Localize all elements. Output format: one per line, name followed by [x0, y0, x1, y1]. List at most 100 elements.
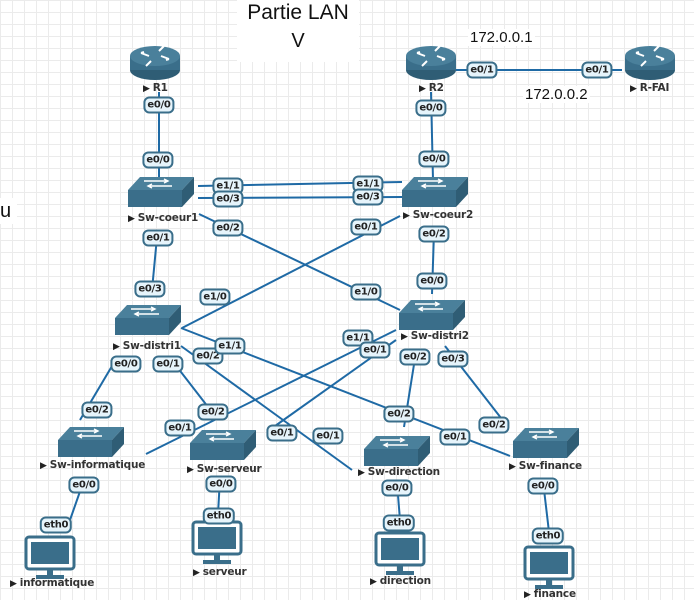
switch-icon-sw-coeur2[interactable] [401, 176, 469, 208]
node-name: serveur [202, 566, 247, 578]
port-label-sw-serveur: e0/1 [266, 424, 298, 442]
node-name: Sw-coeur2 [412, 209, 474, 221]
port-label-sw-coeur1: e0/1 [142, 229, 174, 247]
node-name: Sw-distri2 [410, 330, 469, 342]
port-label-sw-coeur1: e0/3 [212, 190, 244, 208]
play-triangle-icon[interactable]: ▶ [524, 590, 531, 600]
nodes-layer [24, 45, 676, 591]
node-label-sw-informatique[interactable]: ▶Sw-informatique [40, 459, 145, 471]
port-label-informatique: eth0 [39, 516, 73, 534]
port-label-r-fai: e0/1 [581, 61, 613, 79]
node-label-finance[interactable]: ▶finance [524, 588, 576, 600]
node-name: Sw-finance [518, 460, 582, 472]
router-icon-r2[interactable] [405, 45, 457, 81]
port-label-sw-serveur: e0/2 [197, 403, 229, 421]
port-label-sw-distri2: e0/0 [416, 272, 448, 290]
router-icon-r1[interactable] [129, 45, 181, 81]
node-label-informatique[interactable]: ▶informatique [10, 577, 94, 589]
port-label-sw-direction: e0/0 [381, 479, 413, 497]
play-triangle-icon[interactable]: ▶ [630, 84, 637, 94]
node-label-sw-serveur[interactable]: ▶Sw-serveur [187, 463, 262, 475]
node-name: R2 [428, 82, 444, 94]
node-label-sw-coeur2[interactable]: ▶Sw-coeur2 [403, 209, 473, 221]
port-label-sw-coeur1: e0/0 [142, 151, 174, 169]
router-icon-r-fai[interactable] [624, 45, 676, 81]
port-label-sw-informatique: e0/0 [68, 476, 100, 494]
port-label-sw-finance: e0/1 [439, 428, 471, 446]
node-name: R-FAI [639, 82, 670, 94]
link-sw-distri1-sw-direction[interactable] [180, 345, 353, 471]
node-name: Sw-coeur1 [137, 212, 199, 224]
node-label-direction[interactable]: ▶direction [370, 575, 431, 587]
node-name: finance [533, 588, 576, 600]
switch-icon-sw-distri2[interactable] [398, 299, 466, 331]
port-label-sw-coeur2: e0/0 [418, 150, 450, 168]
node-label-sw-coeur1[interactable]: ▶Sw-coeur1 [128, 212, 198, 224]
play-triangle-icon[interactable]: ▶ [187, 465, 194, 475]
play-triangle-icon[interactable]: ▶ [509, 462, 516, 472]
port-label-sw-distri2: e0/1 [359, 341, 391, 359]
port-label-sw-coeur2: e0/1 [350, 218, 382, 236]
title-line1: Partie LAN [247, 1, 349, 24]
ip-label-rfai: 172.0.0.2 [523, 86, 590, 103]
port-label-r1: e0/0 [143, 96, 175, 114]
play-triangle-icon[interactable]: ▶ [128, 214, 135, 224]
ip-label-r2: 172.0.0.1 [468, 29, 535, 46]
port-label-sw-distri2: e1/0 [350, 283, 382, 301]
port-label-sw-informatique: e0/2 [81, 401, 113, 419]
switch-icon-sw-informatique[interactable] [57, 426, 125, 458]
node-label-r2[interactable]: ▶R2 [419, 82, 444, 94]
title-line2: V [291, 30, 305, 52]
port-label-sw-distri2: e0/2 [399, 348, 431, 366]
play-triangle-icon[interactable]: ▶ [193, 568, 200, 578]
pc-icon-direction[interactable] [374, 531, 426, 577]
switch-icon-sw-serveur[interactable] [189, 429, 257, 461]
switch-icon-sw-finance[interactable] [512, 427, 580, 459]
switch-icon-sw-direction[interactable] [363, 435, 431, 467]
node-label-sw-direction[interactable]: ▶Sw-direction [358, 466, 440, 478]
port-label-sw-coeur2: e0/3 [352, 188, 384, 206]
port-label-r2: e0/0 [415, 99, 447, 117]
play-triangle-icon[interactable]: ▶ [370, 577, 377, 587]
port-label-sw-distri1: e0/3 [134, 280, 166, 298]
node-name: Sw-serveur [196, 463, 262, 475]
port-label-sw-informatique: e0/1 [164, 419, 196, 437]
port-label-sw-coeur1: e0/2 [212, 219, 244, 237]
pc-icon-serveur[interactable] [191, 520, 243, 566]
port-label-direction: eth0 [382, 514, 416, 532]
play-triangle-icon[interactable]: ▶ [40, 461, 47, 471]
port-label-sw-distri2: e0/3 [437, 350, 469, 368]
play-triangle-icon[interactable]: ▶ [113, 342, 120, 352]
title-box: Partie LAN V [237, 0, 359, 62]
node-name: Sw-distri1 [122, 340, 181, 352]
node-name: informatique [19, 577, 95, 589]
node-label-sw-distri1[interactable]: ▶Sw-distri1 [113, 340, 181, 352]
node-label-sw-finance[interactable]: ▶Sw-finance [509, 460, 582, 472]
play-triangle-icon[interactable]: ▶ [403, 211, 410, 221]
side-text: u [0, 198, 18, 224]
port-label-sw-distri1: e0/1 [152, 355, 184, 373]
node-label-r1[interactable]: ▶R1 [143, 82, 168, 94]
switch-icon-sw-coeur1[interactable] [127, 176, 195, 208]
pc-icon-finance[interactable] [523, 545, 575, 591]
port-label-sw-finance: e0/0 [527, 477, 559, 495]
switch-icon-sw-distri1[interactable] [114, 304, 182, 336]
port-label-sw-serveur: e0/0 [205, 475, 237, 493]
node-name: R1 [152, 82, 168, 94]
node-label-r-fai[interactable]: ▶R-FAI [630, 82, 669, 94]
play-triangle-icon[interactable]: ▶ [419, 84, 426, 94]
play-triangle-icon[interactable]: ▶ [143, 84, 150, 94]
port-label-sw-distri1: e0/0 [110, 355, 142, 373]
pc-icon-informatique[interactable] [24, 535, 76, 581]
node-name: Sw-direction [367, 466, 440, 478]
node-label-sw-distri2[interactable]: ▶Sw-distri2 [401, 330, 469, 342]
play-triangle-icon[interactable]: ▶ [401, 332, 408, 342]
port-label-finance: eth0 [531, 527, 565, 545]
play-triangle-icon[interactable]: ▶ [10, 579, 17, 589]
play-triangle-icon[interactable]: ▶ [358, 468, 365, 478]
port-label-sw-coeur2: e0/2 [418, 225, 450, 243]
port-label-sw-direction: e0/1 [312, 427, 344, 445]
node-label-serveur[interactable]: ▶serveur [193, 566, 247, 578]
port-label-sw-distri1: e1/0 [199, 288, 231, 306]
